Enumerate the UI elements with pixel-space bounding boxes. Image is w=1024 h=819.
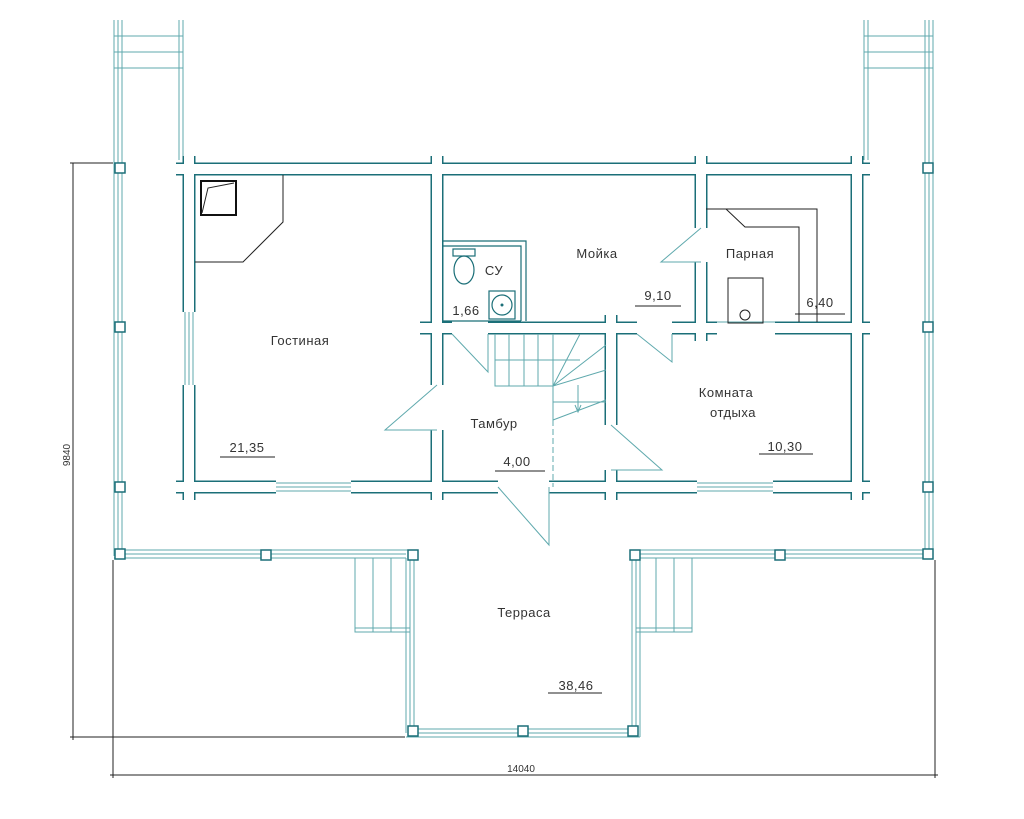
dimension-lines: 9840 14040 — [62, 162, 938, 778]
doors — [383, 227, 775, 547]
toilet-tank-icon — [452, 248, 476, 257]
room-name-terrace: Терраса — [497, 605, 551, 620]
fireplace-icon — [200, 180, 237, 216]
dimension-width: 14040 — [507, 764, 535, 775]
post — [114, 162, 126, 174]
post — [627, 725, 639, 737]
room-area-wc: 1,66 — [452, 303, 479, 318]
dimension-height: 9840 — [62, 443, 73, 466]
post — [774, 549, 786, 561]
room-name-rest-room-line2: отдыха — [710, 405, 756, 420]
post — [922, 321, 934, 333]
post — [260, 549, 272, 561]
post — [407, 549, 419, 561]
room-name-living: Гостиная — [271, 333, 330, 348]
post — [517, 725, 529, 737]
walls — [176, 156, 870, 500]
staircase — [494, 333, 607, 487]
room-name-washroom: Мойка — [576, 246, 617, 261]
room-name-steam-room: Парная — [726, 246, 774, 261]
bathroom-fixtures — [442, 240, 527, 322]
post — [114, 321, 126, 333]
room-area-steam-room: 6,40 — [806, 295, 833, 310]
room-labels: Гостиная 21,35 СУ 1,66 Мойка 9,10 Парная… — [220, 246, 845, 694]
room-area-washroom: 9,10 — [644, 288, 671, 303]
room-name-vestibule: Тамбур — [470, 416, 517, 431]
post — [114, 481, 126, 493]
post — [629, 549, 641, 561]
toilet-icon — [453, 255, 475, 285]
room-name-wc: СУ — [485, 263, 503, 278]
post — [922, 548, 934, 560]
room-area-vestibule: 4,00 — [503, 454, 530, 469]
room-area-rest-room: 10,30 — [767, 439, 802, 454]
post — [114, 548, 126, 560]
post — [922, 481, 934, 493]
room-name-rest-room-line1: Комната — [699, 385, 754, 400]
terrace-posts — [114, 162, 934, 737]
post — [922, 162, 934, 174]
fireplace — [195, 175, 284, 263]
stove-icon — [727, 277, 764, 324]
sink-icon — [488, 290, 516, 320]
sauna-stove — [706, 208, 818, 324]
room-area-living: 21,35 — [229, 440, 264, 455]
post — [407, 725, 419, 737]
room-area-terrace: 38,46 — [558, 678, 593, 693]
windows — [184, 312, 773, 492]
